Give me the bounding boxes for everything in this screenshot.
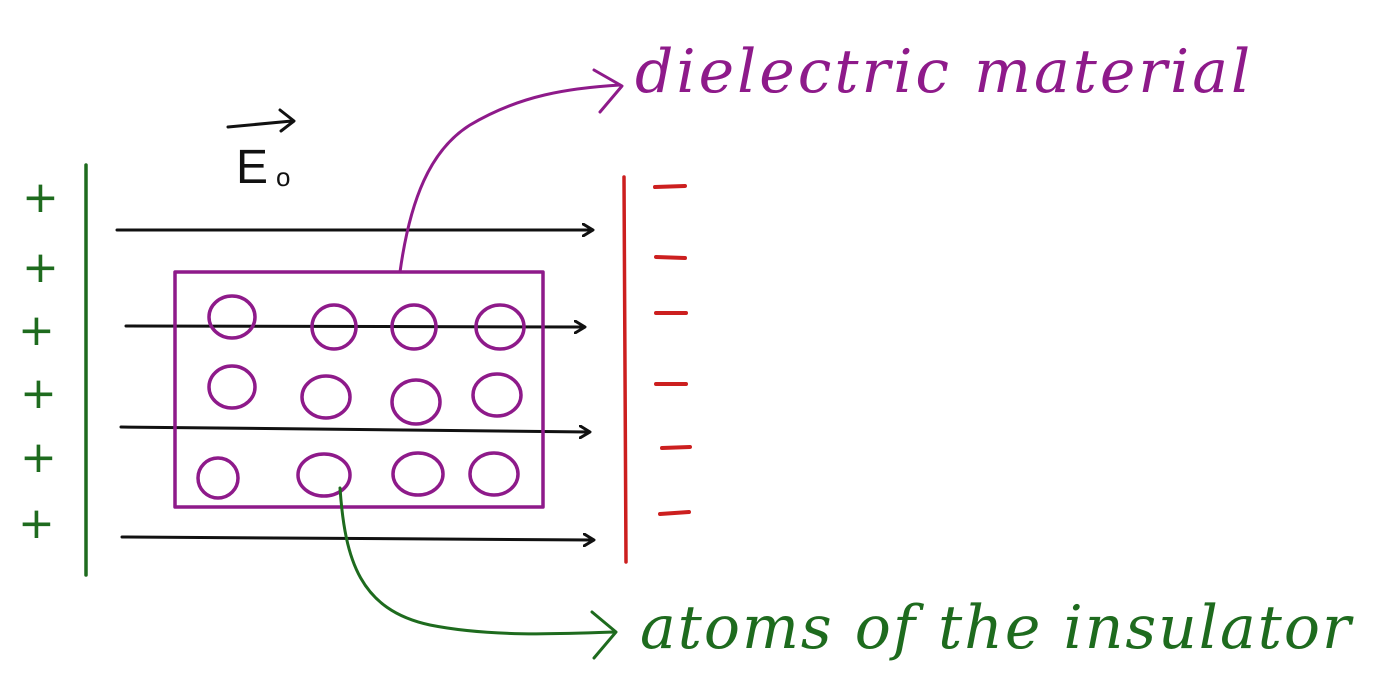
field-line xyxy=(119,427,589,432)
negative-charges xyxy=(653,184,692,516)
vector-arrow-icon xyxy=(226,108,296,133)
atom xyxy=(310,303,358,351)
field-label: E o xyxy=(226,108,296,194)
positive-charge: + xyxy=(18,498,55,549)
positive-charge: + xyxy=(22,242,59,293)
atoms-pointer-curve xyxy=(338,486,617,636)
negative-charge xyxy=(658,510,691,516)
atom xyxy=(474,303,526,351)
atom xyxy=(300,374,352,420)
field-lines xyxy=(115,230,593,540)
negative-charge xyxy=(654,255,687,260)
field-symbol: E xyxy=(236,141,268,194)
dielectric-pointer-arrowhead xyxy=(592,68,624,114)
positive-charge: + xyxy=(20,432,57,483)
atom xyxy=(207,364,257,410)
dielectric-slab xyxy=(173,270,545,509)
positive-charges: + + + + + + xyxy=(18,172,59,549)
atoms-pointer-arrowhead xyxy=(590,610,618,660)
atom xyxy=(196,456,240,500)
atoms-label: atoms of the insulator xyxy=(640,593,1354,663)
negative-charge xyxy=(653,184,687,189)
atom xyxy=(390,303,438,351)
dielectric-label: dielectric material xyxy=(635,37,1253,107)
atoms xyxy=(196,294,526,500)
negative-charge xyxy=(660,445,692,450)
positive-charge: + xyxy=(22,172,59,223)
field-subscript: o xyxy=(276,162,290,192)
positive-charge: + xyxy=(20,368,57,419)
dielectric-pointer xyxy=(398,68,624,274)
dielectric-pointer-curve xyxy=(398,83,622,274)
negative-plate xyxy=(622,175,628,564)
atom xyxy=(468,451,520,497)
atom xyxy=(296,452,352,498)
atom xyxy=(471,372,523,418)
atom xyxy=(391,451,445,497)
atoms-pointer xyxy=(338,486,618,660)
positive-charge: + xyxy=(18,305,55,356)
field-line xyxy=(120,537,593,540)
atom xyxy=(207,294,257,340)
atom xyxy=(390,378,442,426)
